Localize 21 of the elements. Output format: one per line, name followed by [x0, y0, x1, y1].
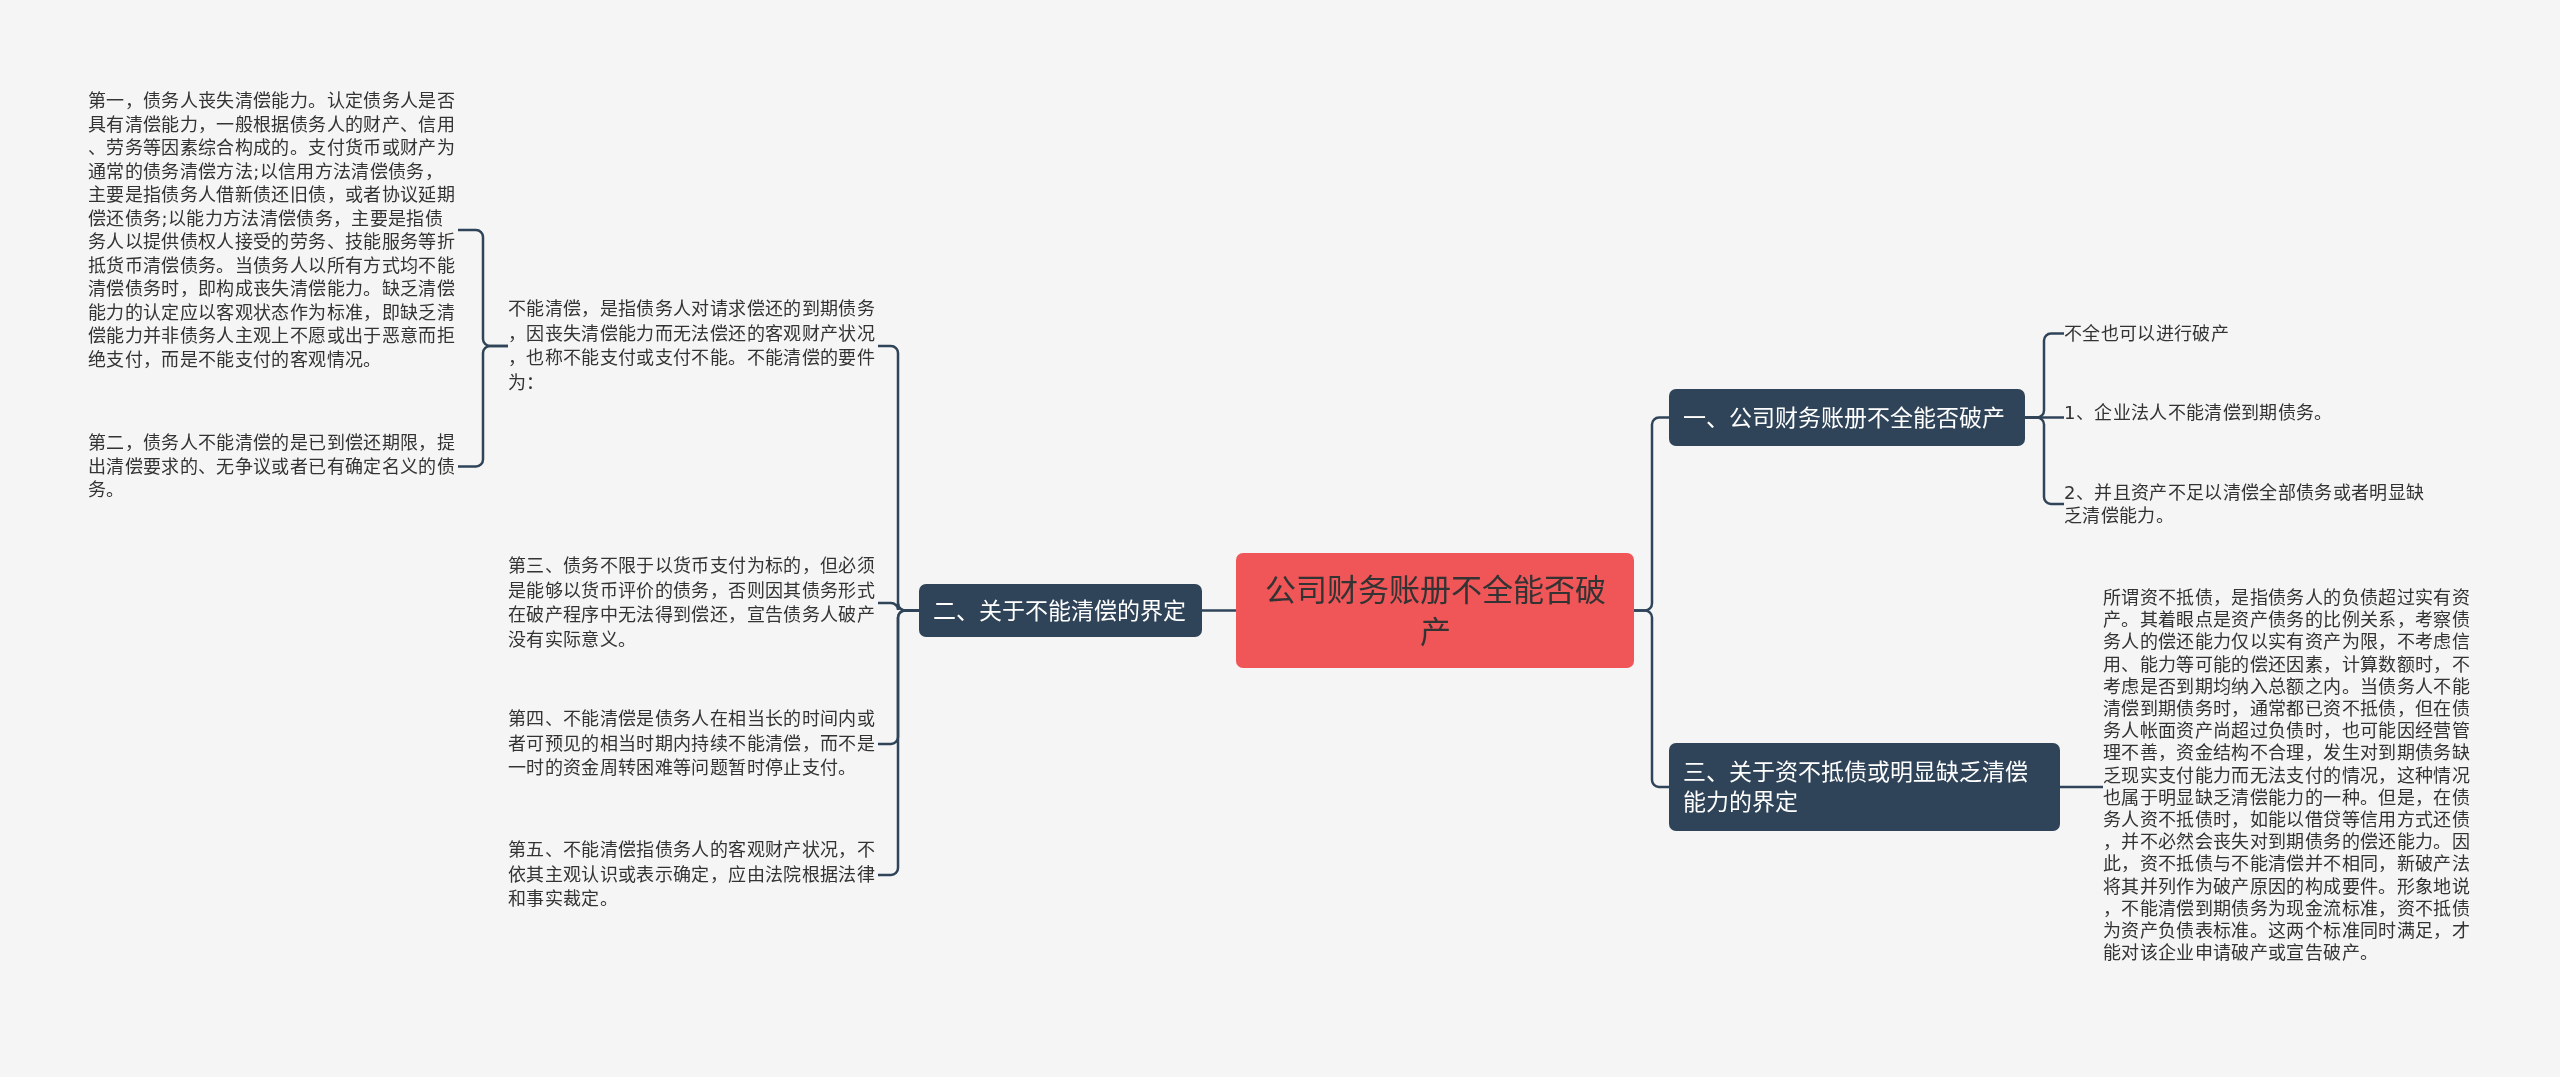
topic-label: 二、关于不能清偿的界定 [933, 596, 1186, 626]
note-text: 不全也可以进行破产 [2064, 322, 2436, 345]
central-topic-box [1236, 553, 1634, 668]
note-text: 所谓资不抵债，是指债务人的负债超过实有资产。其着眼点是资产债务的比例关系，考察债务人的偿还能力仅以实有资产为限，不考虑信用、能力等可能的偿还因素，计算数额时，不考虑是否到期均纳入总额之内。当债务人不能清偿到期债务时，通常都已资不抵债，但在债务人帐面资产尚超过负债时，也可能因经营管理不善，资金结构不合理，发生对到期债务缺乏现实支付能力而无法支付的情况，这种情况也属于明显缺乏清偿能力的一种。但是，在债务人资不抵债时，如能以借贷等信用方式还债，并不必然会丧失对到期债务的偿还能力。因此，资不抵债与不能清偿并不相同，新破产法将其并列作为破产原因的构成要件。形象地说，不能清偿到期债务为现金流标准，资不抵债为资产负债表标准。这两个标准同时满足，才能对该企业申请破产或宣告破产。 [2103, 587, 2475, 965]
note-text: 第五、不能清偿指债务人的客观财产状况，不依其主观认识或表示确定，应由法院根据法律和事实裁定。 [508, 838, 878, 912]
connector-line [1202, 609, 1236, 612]
note-text: 不能清偿，是指债务人对请求偿还的到期债务，因丧失清偿能力而无法偿还的客观财产状况，也称不能支付或支付不能。不能清偿的要件为： [508, 297, 878, 395]
topic-box [919, 584, 1202, 637]
topic-box [1669, 389, 2025, 446]
note-text: 第二，债务人不能清偿的是已到偿还期限，提出清偿要求的、无争议或者已有确定名义的债务。 [88, 431, 458, 502]
note-text: 第一，债务人丧失清偿能力。认定债务人是否具有清偿能力，一般根据债务人的财产、信用、劳务等因素综合构成的。支付货币或财产为通常的债务清偿方法;以信用方法清偿债务，主要是指债务人借新债还旧债，或者协议延期偿还债务;以能力方法清偿债务，主要是指债务人以提供债权人接受的劳务、技能服务等折抵货币清偿债务。当债务人以所有方式均不能清偿债务时，即构成丧失清偿能力。缺乏清偿能力的认定应以客观状态作为标准，即缺乏清偿能力并非债务人主观上不愿或出于恶意而拒绝支付，而是不能支付的客观情况。 [88, 89, 458, 371]
topic-label: 三、关于资不抵债或明显缺乏清偿能力的界定 [1683, 758, 2029, 817]
note-text: 1、企业法人不能清偿到期债务。 [2064, 401, 2436, 424]
note-text: 2、并且资产不足以清偿全部债务或者明显缺乏清偿能力。 [2064, 481, 2436, 527]
connector-line [2060, 785, 2103, 789]
topic-label: 一、公司财务账册不全能否破产 [1683, 403, 2005, 433]
note-text: 第三、债务不限于以货币支付为标的，但必须是能够以货币评价的债务，否则因其债务形式在破产程序中无法得到偿还，宣告债务人破产没有实际意义。 [508, 554, 878, 652]
note-text: 第四、不能清偿是债务人在相当长的时间内或者可预见的相当时期内持续不能清偿，而不是一时的资金周转困难等问题暂时停止支付。 [508, 707, 878, 781]
topic-box [1669, 743, 2060, 831]
central-topic-label: 公司财务账册不全能否破产 [1263, 570, 1607, 652]
connector-line [1634, 609, 1669, 789]
